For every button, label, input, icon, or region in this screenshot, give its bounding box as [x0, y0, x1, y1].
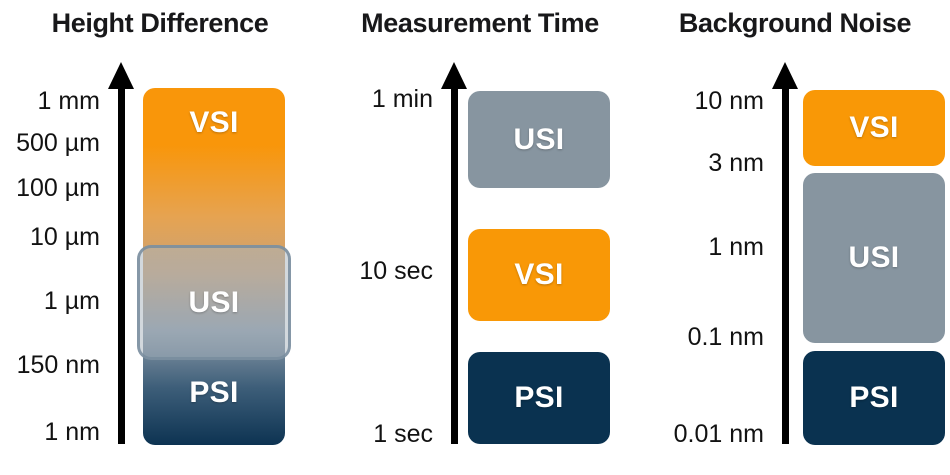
tick-label-height-3: 10 µm [30, 223, 100, 251]
range-label-vsi: VSI [189, 106, 239, 139]
tick-label-noise-1: 3 nm [708, 149, 764, 177]
tick-label-height-0: 1 mm [37, 87, 101, 115]
axis-arrow-time [439, 62, 469, 444]
range-box-noise-usi[interactable]: USI [803, 173, 945, 343]
panel-measurement-time: Measurement Time 1 min 10 sec 1 sec USI … [320, 0, 640, 475]
tick-label-noise-0: 10 nm [694, 87, 764, 115]
tick-label-time-1: 10 sec [359, 257, 433, 285]
axis-arrow-height [106, 62, 136, 444]
panel-height-difference: Height Difference 1 mm 500 µm 100 µm 10 … [0, 0, 320, 475]
panel-title-background-noise: Background Noise [678, 8, 912, 38]
range-label-vsi: VSI [514, 258, 564, 291]
axis-arrow-noise [770, 62, 800, 444]
range-label-psi: PSI [514, 381, 564, 414]
range-label-usi: USI [188, 285, 240, 319]
tick-label-time-0: 1 min [371, 85, 433, 113]
arrow-shaft [118, 84, 125, 444]
tick-label-height-4: 1 µm [43, 287, 100, 315]
range-box-time-usi[interactable]: USI [468, 91, 610, 188]
range-label-vsi: VSI [849, 111, 899, 144]
range-label-usi: USI [848, 241, 900, 274]
range-label-usi: USI [513, 122, 565, 156]
tick-label-time-2: 1 sec [373, 420, 433, 448]
range-box-noise-vsi[interactable]: VSI [803, 90, 945, 166]
range-label-psi: PSI [189, 376, 239, 409]
tick-label-noise-4: 0.01 nm [673, 420, 764, 448]
tick-label-height-2: 100 µm [16, 174, 100, 202]
tick-label-height-6: 1 nm [44, 418, 100, 446]
tick-label-noise-2: 1 nm [708, 233, 764, 261]
range-box-noise-psi[interactable]: PSI [803, 351, 945, 445]
tick-label-height-1: 500 µm [16, 129, 100, 157]
tick-label-noise-3: 0.1 nm [687, 323, 764, 351]
panel-background-noise: Background Noise 10 nm 3 nm 1 nm 0.1 nm … [640, 0, 950, 475]
range-label-psi: PSI [849, 381, 899, 414]
arrow-shaft [451, 84, 458, 444]
arrow-shaft [782, 84, 789, 444]
range-box-time-psi[interactable]: PSI [468, 352, 610, 444]
range-box-height-usi[interactable]: USI [137, 245, 291, 360]
tick-label-height-5: 150 nm [16, 351, 100, 379]
range-box-time-vsi[interactable]: VSI [468, 229, 610, 321]
panel-title-height-difference: Height Difference [51, 8, 269, 38]
panel-title-measurement-time: Measurement Time [361, 8, 599, 38]
